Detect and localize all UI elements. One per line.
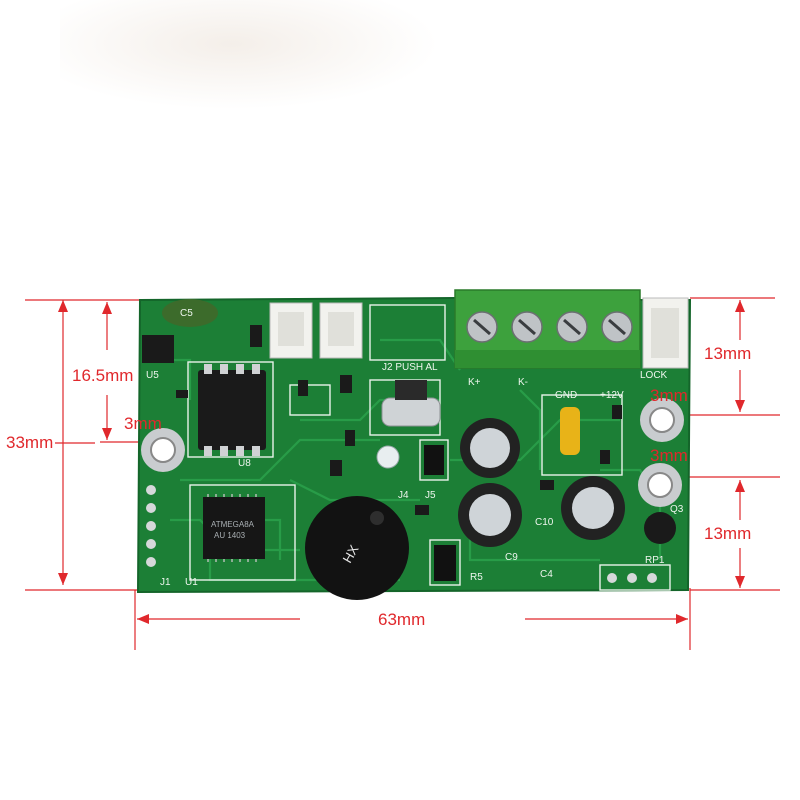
silk-12v: +12V	[600, 390, 624, 401]
background-haze	[60, 0, 440, 110]
jst-connector-3	[642, 297, 689, 369]
mounting-hole-left	[141, 428, 185, 472]
led	[376, 445, 400, 469]
buzzer	[305, 496, 409, 600]
dim-right-hole-bottom: 3mm	[650, 446, 688, 465]
silk-u1: U1	[185, 577, 198, 588]
electrolytic-capacitor-3	[561, 476, 625, 540]
electrolytic-capacitor-1	[460, 418, 520, 478]
dim-upper-offset: 16.5mm	[72, 366, 134, 385]
silk-lock: LOCK	[640, 370, 668, 381]
silk-j5: J5	[425, 490, 436, 501]
mcu-chip	[203, 494, 265, 562]
silk-c9: C9	[505, 552, 518, 563]
silk-push: J2 PUSH AL	[382, 362, 438, 373]
jst-connector-2	[319, 302, 363, 359]
electrolytic-capacitor-2	[458, 483, 522, 547]
dim-right-hole-top: 3mm	[650, 386, 688, 405]
silk-gnd: GND	[555, 390, 577, 401]
silk-u8: U8	[238, 458, 251, 469]
fuse	[560, 407, 580, 455]
silk-c4: C4	[540, 569, 553, 580]
silk-c5: C5	[180, 308, 193, 319]
silk-j1: J1	[160, 577, 171, 588]
silk-j4: J4	[398, 490, 409, 501]
mounting-hole-right-bottom	[638, 463, 682, 507]
transistor	[644, 512, 676, 544]
silk-u5: U5	[146, 370, 159, 381]
silk-kminus: K-	[518, 377, 528, 388]
dim-left-hole: 3mm	[124, 414, 162, 433]
silk-c10: C10	[535, 517, 554, 528]
silk-r5: R5	[470, 572, 483, 583]
dip8-ic	[198, 364, 266, 456]
crystal-oscillator	[381, 380, 441, 427]
ceramic-capacitor	[162, 299, 218, 327]
small-ic	[142, 335, 174, 363]
silk-q3: Q3	[670, 504, 684, 515]
pin-header-left	[146, 485, 156, 567]
terminal-block	[454, 289, 641, 369]
jst-connector-1	[269, 302, 313, 359]
dim-width-total: 63mm	[378, 610, 426, 629]
mcu-marking-1: ATMEGA8A	[211, 520, 255, 529]
pcb-board: U5 U8 U1 J1 J5 J4 R5 C9 C10 C4 C5 Q3 RP1…	[136, 289, 692, 600]
dim-right-top: 13mm	[704, 344, 752, 363]
mcu-marking-2: AU 1403	[214, 531, 246, 540]
mounting-hole-right-top	[640, 398, 684, 442]
silk-kplus: K+	[468, 377, 481, 388]
silk-rp1: RP1	[645, 555, 665, 566]
dim-right-bottom: 13mm	[704, 524, 752, 543]
dim-height-total: 33mm	[6, 433, 54, 452]
